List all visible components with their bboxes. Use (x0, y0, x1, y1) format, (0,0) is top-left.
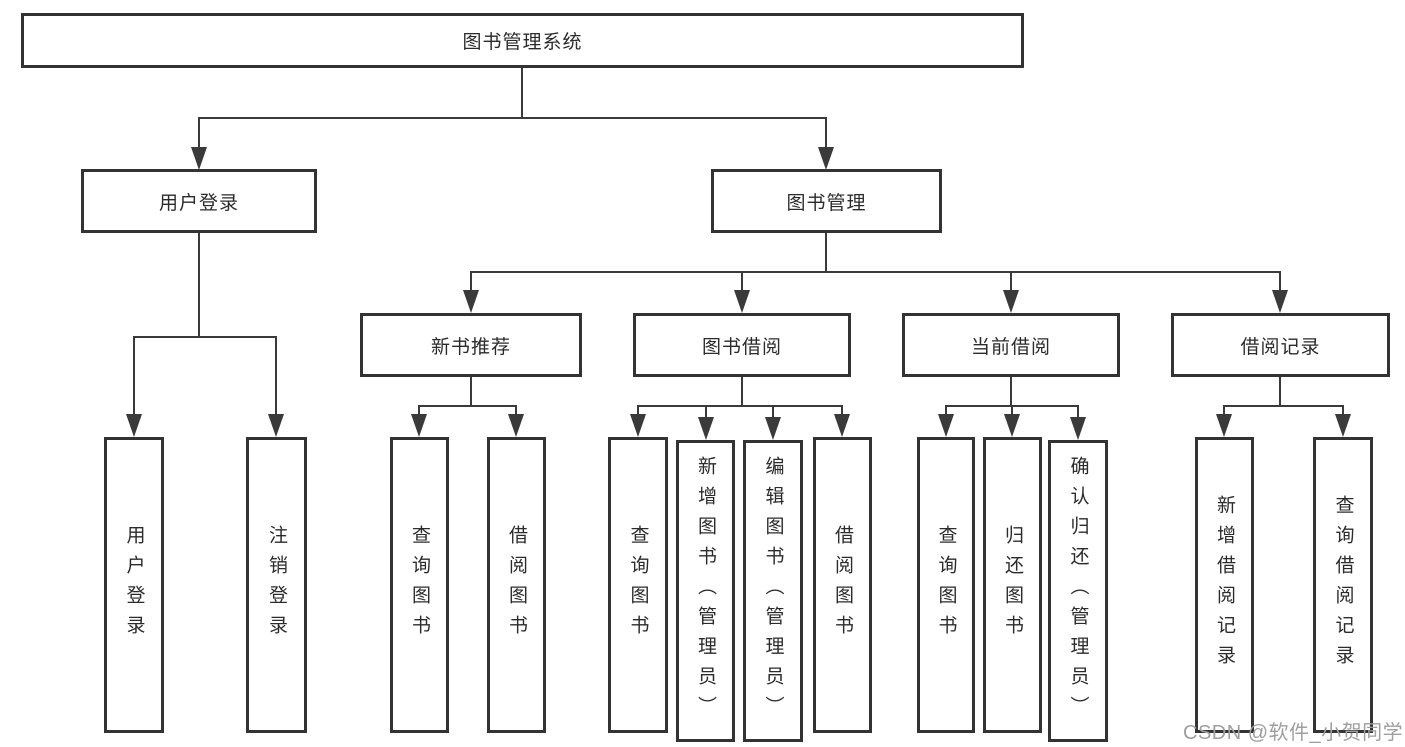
connector-line (1011, 405, 1013, 417)
node-user-login: 用户登录 (81, 169, 317, 233)
node-borrowing-records: 借阅记录 (1171, 313, 1390, 377)
connector-line (741, 271, 743, 292)
connector-line (133, 336, 277, 338)
connector-line (1279, 376, 1281, 407)
connector-line (825, 117, 827, 149)
arrow-down-icon (1272, 290, 1288, 313)
connector-line (841, 405, 843, 417)
leaf-logout: 注销登录 (246, 437, 307, 733)
leaf-add-borrow-record: 新增借阅记录 (1195, 437, 1254, 733)
arrow-down-icon (765, 417, 781, 440)
leaf-label: 编辑图书（管理员） (762, 456, 784, 726)
connector-line (1342, 405, 1344, 417)
node-current-borrowing: 当前借阅 (902, 313, 1120, 377)
connector-line (275, 336, 277, 416)
arrow-down-icon (411, 414, 427, 437)
leaf-add-books-admin: 新增图书（管理员） (676, 440, 735, 742)
leaf-label: 查询借阅记录 (1332, 495, 1354, 675)
connector-line (825, 232, 827, 273)
node-new-book-recommend: 新书推荐 (360, 313, 582, 377)
leaf-query-books-borrowing: 查询图书 (608, 437, 668, 733)
leaf-user-login: 用户登录 (104, 437, 164, 733)
arrow-down-icon (463, 290, 479, 313)
connector-line (198, 117, 200, 149)
arrow-down-icon (1335, 414, 1351, 437)
connector-line (470, 271, 1281, 273)
connector-line (198, 117, 827, 119)
leaf-label: 新增图书（管理员） (695, 456, 716, 726)
arrow-down-icon (698, 417, 714, 440)
connector-line (1223, 405, 1344, 407)
arrow-down-icon (630, 414, 646, 437)
leaf-query-books-current: 查询图书 (917, 437, 975, 733)
connector-line (705, 405, 707, 420)
connector-line (470, 271, 472, 292)
leaf-label: 归还图书 (1002, 525, 1023, 645)
arrow-down-icon (191, 147, 207, 170)
node-book-management: 图书管理 (711, 169, 942, 233)
connector-line (521, 67, 523, 118)
arrow-down-icon (1004, 414, 1020, 437)
arrow-down-icon (508, 414, 524, 437)
connector-line (637, 405, 843, 407)
leaf-edit-books-admin: 编辑图书（管理员） (743, 440, 803, 742)
leaf-query-borrow-record: 查询借阅记录 (1313, 437, 1373, 733)
leaf-label: 新增借阅记录 (1214, 495, 1235, 675)
connector-line (515, 405, 517, 417)
leaf-label: 用户登录 (123, 525, 145, 645)
connector-line (1010, 376, 1012, 407)
connector-line (133, 336, 135, 416)
arrow-down-icon (1003, 290, 1019, 313)
arrow-down-icon (818, 147, 834, 170)
leaf-return-books: 归还图书 (983, 437, 1042, 733)
connector-line (418, 405, 517, 407)
leaf-confirm-return-admin: 确认归还（管理员） (1048, 440, 1108, 742)
arrow-down-icon (938, 414, 954, 437)
arrow-down-icon (734, 290, 750, 313)
arrow-down-icon (268, 414, 284, 437)
arrow-down-icon (834, 414, 850, 437)
node-book-borrowing: 图书借阅 (633, 313, 851, 377)
leaf-label: 借阅图书 (506, 525, 527, 645)
leaf-borrow-books-borrowing: 借阅图书 (813, 437, 872, 733)
connector-line (1010, 271, 1012, 292)
leaf-label: 查询图书 (409, 525, 430, 645)
leaf-label: 查询图书 (935, 525, 957, 645)
arrow-down-icon (126, 414, 142, 437)
connector-line (418, 405, 420, 417)
leaf-label: 借阅图书 (832, 525, 853, 645)
connector-line (198, 232, 200, 337)
arrow-down-icon (1070, 417, 1086, 440)
connector-line (1077, 405, 1079, 420)
connector-line (772, 405, 774, 420)
leaf-label: 确认归还（管理员） (1067, 456, 1089, 726)
connector-line (637, 405, 639, 417)
leaf-query-books-recommend: 查询图书 (390, 437, 449, 733)
leaf-label: 注销登录 (266, 525, 287, 645)
connector-line (470, 376, 472, 407)
csdn-watermark: CSDN @软件_小贺同学 (1183, 722, 1404, 744)
leaf-label: 查询图书 (627, 525, 649, 645)
arrow-down-icon (1216, 414, 1232, 437)
connector-line (1223, 405, 1225, 417)
connector-line (741, 376, 743, 407)
node-library-system: 图书管理系统 (21, 13, 1024, 68)
connector-line (945, 405, 947, 417)
connector-line (1279, 271, 1281, 292)
leaf-borrow-books-recommend: 借阅图书 (487, 437, 546, 733)
